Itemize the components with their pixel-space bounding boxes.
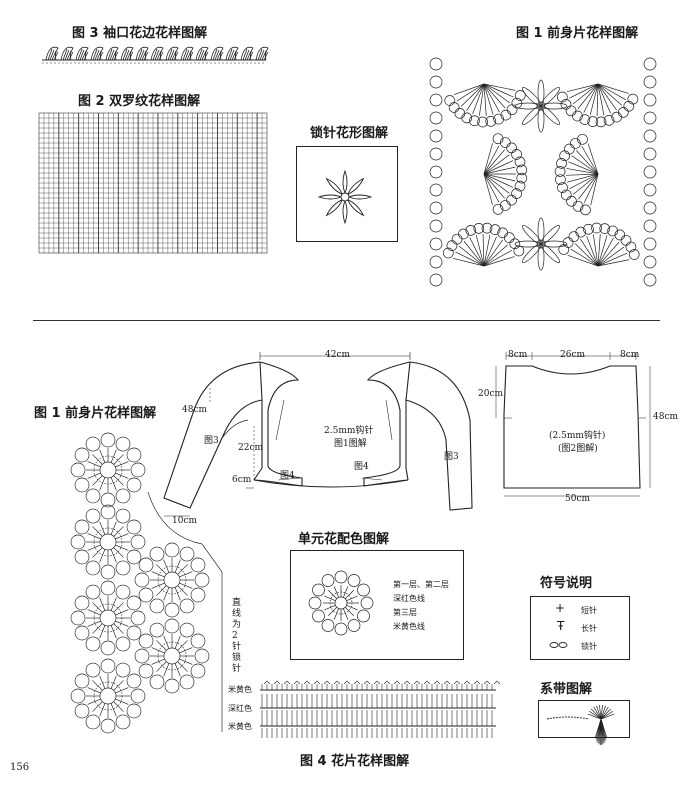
hook-note-2: 图1图解 <box>334 439 367 449</box>
chain-stitch-icon <box>549 642 568 648</box>
section-divider <box>33 320 660 321</box>
double-rib-grid <box>38 112 268 254</box>
fig1-front-left-title: 图 1 前身片花样图解 <box>34 406 157 421</box>
hook-note-1: 2.5mm钩针 <box>324 426 374 436</box>
front-panel-motif-pattern <box>429 57 657 287</box>
dim-height-side: 48cm <box>182 405 208 415</box>
symbol-long-label: 长针 <box>581 624 597 633</box>
symbol-short-label: 短针 <box>581 606 597 615</box>
side-note: 直 线 为 2 针 锁 针 <box>232 598 244 675</box>
side-note-char: 针 <box>232 642 242 652</box>
dim-shoulder-right: 8cm <box>620 350 640 360</box>
label-fig4-left: 图4 <box>280 471 295 481</box>
unit-flower-icon <box>308 570 374 636</box>
color-strip-pattern <box>260 680 501 738</box>
strip-label-2: 深红色 <box>228 704 252 713</box>
unit-color-box: 第一层、第二层 深红色线 第三层 米黄色线 <box>290 550 464 660</box>
dim-armhole: 20cm <box>478 389 504 399</box>
dim-width-top: 42cm <box>325 350 351 360</box>
dim-back-width: 50cm <box>565 494 591 504</box>
dim-neck: 26cm <box>560 350 586 360</box>
tie-box <box>538 700 630 745</box>
label-fig3-right: 图3 <box>444 452 459 462</box>
label-fig3-left: 图3 <box>204 436 219 446</box>
side-note-char: 锁 <box>232 653 242 663</box>
cardigan-schematic <box>163 352 473 517</box>
strip-label-3: 米黄色 <box>228 722 252 731</box>
side-note-char: 针 <box>232 664 242 674</box>
back-note-1: (2.5mm钩针) <box>549 431 606 441</box>
tie-title: 系带图解 <box>540 682 593 697</box>
lock-flower-box <box>296 146 398 242</box>
back-note-2: (图2图解) <box>558 444 598 454</box>
short-stitch-icon: + <box>555 601 566 615</box>
strip-label-1: 米黄色 <box>228 685 252 694</box>
unit-legend-2: 深红色线 <box>393 594 425 603</box>
unit-legend-4: 米黄色线 <box>393 622 425 631</box>
fig2-rib-title: 图 2 双罗纹花样图解 <box>78 94 201 109</box>
side-note-char: 线 <box>232 609 242 619</box>
side-note-char: 直 <box>232 598 242 608</box>
symbol-chain-label: 锁针 <box>581 642 597 651</box>
back-panel-schematic <box>495 352 651 497</box>
lock-flower-title: 锁针花形图解 <box>310 126 389 141</box>
dim-hem: 6cm <box>232 475 252 485</box>
dim-shoulder-left: 8cm <box>508 350 528 360</box>
fig4-title: 图 4 花片花样图解 <box>300 754 410 769</box>
unit-legend-1: 第一层、第二层 <box>393 580 449 589</box>
symbols-title: 符号说明 <box>540 576 593 591</box>
cuff-edging-strip <box>42 46 269 64</box>
dim-front-length: 22cm <box>238 443 264 453</box>
label-fig4-right: 图4 <box>354 462 369 472</box>
long-stitch-icon: Ŧ <box>557 619 565 633</box>
side-note-char: 2 <box>232 631 238 641</box>
lock-flower-icon <box>317 169 373 225</box>
front-panel-flower-column <box>70 432 223 734</box>
unit-color-title: 单元花配色图解 <box>298 532 390 547</box>
symbols-box: + 短针 Ŧ 长针 锁针 <box>530 596 630 660</box>
dim-cuff: 10cm <box>172 516 198 526</box>
tie-tassel-icon <box>546 705 615 745</box>
dim-back-height: 48cm <box>653 412 679 422</box>
unit-legend-3: 第三层 <box>393 608 417 617</box>
fig1-front-top-title: 图 1 前身片花样图解 <box>516 26 639 41</box>
fig3-cuff-title: 图 3 袖口花边花样图解 <box>72 26 208 41</box>
side-note-char: 为 <box>232 620 242 630</box>
page-number: 156 <box>10 762 30 773</box>
